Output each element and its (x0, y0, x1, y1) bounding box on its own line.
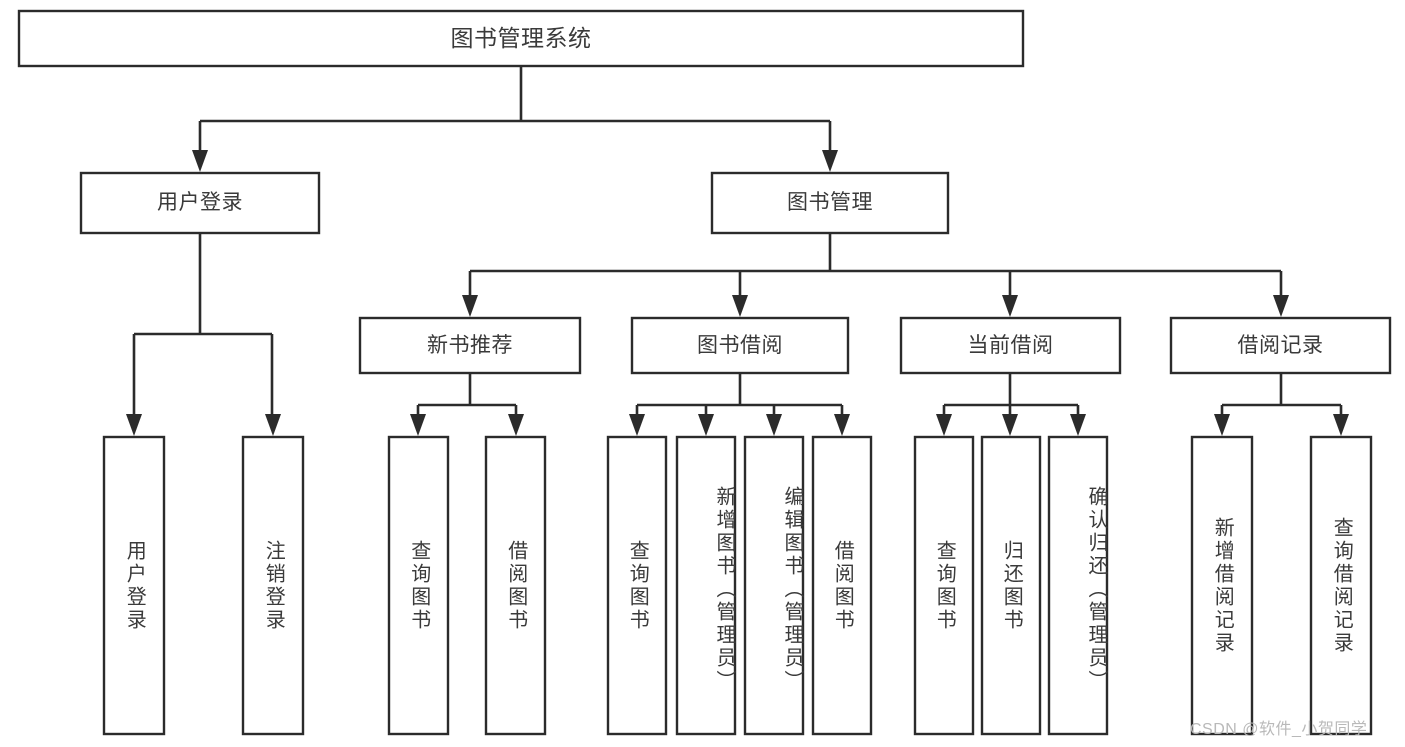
arrow-head-new-book-recommend (462, 295, 478, 317)
connector-root-to-level1 (198, 66, 832, 152)
arrow-head-leaf-logout (265, 414, 281, 436)
connector-user-login-to-leaves (132, 233, 274, 416)
leaf-box-borrow-book[interactable] (811, 435, 873, 736)
leaf-box-confirm-return-admin[interactable] (1047, 435, 1109, 736)
connector-current-borrow-to-leaves (942, 373, 1080, 416)
arrow-head-book-management (822, 150, 838, 172)
node-box-borrow-records[interactable] (1169, 316, 1392, 375)
leaf-box-query-book-current[interactable] (913, 435, 975, 736)
arrow-head-leaf-query-borrow-record (1333, 414, 1349, 436)
arrow-head-leaf-edit-book-admin (766, 414, 782, 436)
leaf-box-borrow-book-new[interactable] (484, 435, 547, 736)
arrow-head-leaf-borrow-book-new (508, 414, 524, 436)
arrow-head-leaf-query-book-current (936, 414, 952, 436)
node-box-book-management[interactable] (710, 171, 950, 235)
arrow-head-leaf-user-login (126, 414, 142, 436)
node-box-user-login[interactable] (79, 171, 321, 235)
arrow-head-leaf-borrow-book (834, 414, 850, 436)
leaf-box-logout[interactable] (241, 435, 305, 736)
arrow-head-user-login (192, 150, 208, 172)
connector-borrow-records-to-leaves (1220, 373, 1343, 416)
node-box-root[interactable] (17, 9, 1025, 68)
node-box-book-borrow[interactable] (630, 316, 850, 375)
arrow-head-leaf-add-book-admin (698, 414, 714, 436)
leaf-box-return-book[interactable] (980, 435, 1042, 736)
leaf-box-user-login[interactable] (102, 435, 166, 736)
arrow-head-leaf-query-book-borrow (629, 414, 645, 436)
leaf-box-query-book-borrow[interactable] (606, 435, 668, 736)
leaf-box-query-book-new[interactable] (387, 435, 450, 736)
arrow-head-leaf-query-book-new (410, 414, 426, 436)
arrow-head-leaf-confirm-return (1070, 414, 1086, 436)
leaf-box-query-borrow-record[interactable] (1309, 435, 1373, 736)
leaf-box-edit-book-admin[interactable] (743, 435, 805, 736)
leaf-box-add-book-admin[interactable] (675, 435, 737, 736)
arrow-head-leaf-return-book (1002, 414, 1018, 436)
connector-new-book-to-leaves (416, 373, 518, 416)
node-box-new-book-recommend[interactable] (358, 316, 582, 375)
arrow-head-book-borrow (732, 295, 748, 317)
arrow-head-current-borrow (1002, 295, 1018, 317)
arrow-head-leaf-add-borrow-record (1214, 414, 1230, 436)
leaf-box-add-borrow-record[interactable] (1190, 435, 1254, 736)
connector-book-management-to-level2 (468, 233, 1283, 297)
arrow-head-borrow-records (1273, 295, 1289, 317)
connector-book-borrow-to-leaves (635, 373, 844, 416)
node-box-current-borrow[interactable] (899, 316, 1122, 375)
